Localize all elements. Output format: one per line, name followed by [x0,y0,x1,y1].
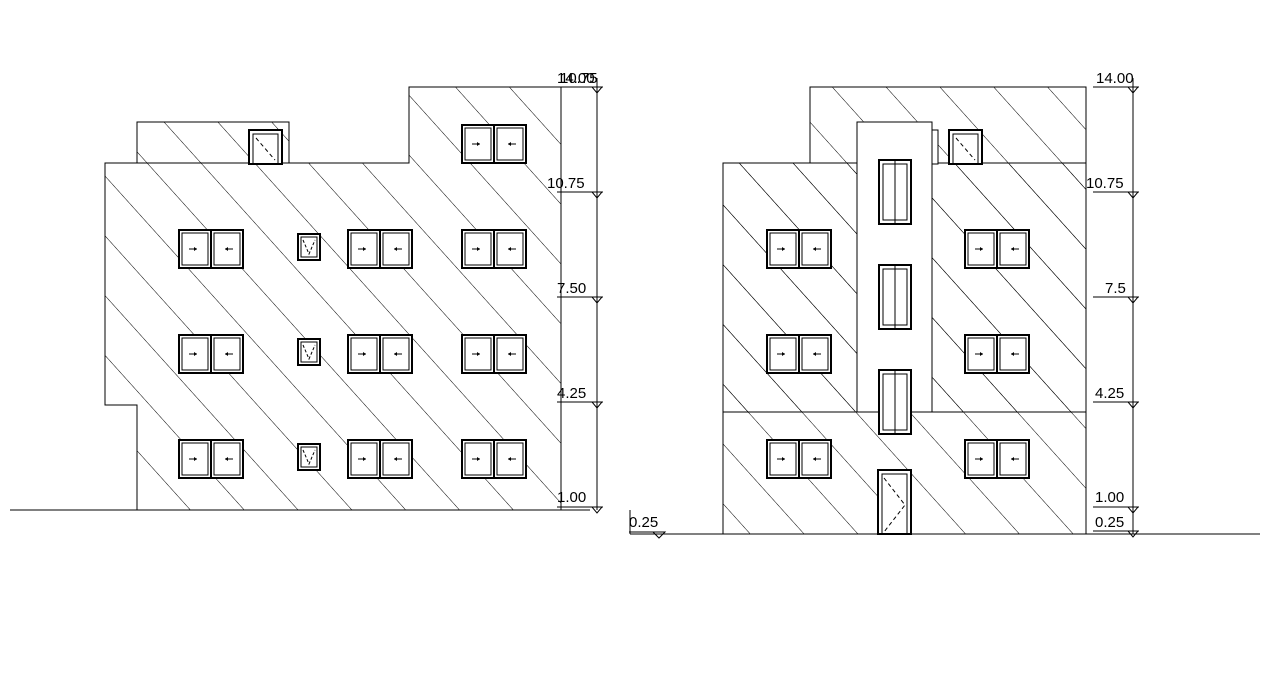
ventilator-window [297,233,321,261]
sliding-window [461,229,527,269]
left-elevation [10,86,590,511]
terrace-door-left [248,129,283,165]
sliding-window [964,439,1030,479]
ground-level-tag: 0.25 [629,514,667,539]
sliding-window [347,439,413,479]
level-label: 1.00 [557,489,586,506]
dimension-chain-right: 14.00 10.75 7.5 4.25 1.00 0.25 [1086,70,1140,538]
level-label: 10.75 [560,70,598,87]
sliding-window [766,439,832,479]
level-label: 7.5 [1105,280,1126,297]
sliding-window [461,439,527,479]
level-label: 10.75 [1086,175,1124,192]
windows-layer [178,124,1030,479]
ventilator-window [297,443,321,471]
level-label: 10.75 [547,175,585,192]
terrace-door-right [931,129,983,165]
sliding-window [461,334,527,374]
sliding-window [347,229,413,269]
sliding-window [766,229,832,269]
stair-window [878,369,912,435]
building-outline-left [104,86,562,511]
ventilator-window [297,338,321,366]
sliding-window [964,229,1030,269]
stair-window [878,159,912,225]
level-label: 7.50 [557,280,586,297]
sliding-window [178,334,244,374]
sliding-window [964,334,1030,374]
sliding-window [766,334,832,374]
sliding-window [178,439,244,479]
level-label: 1.00 [1095,489,1124,506]
dimension-chain-left: 14.00 10.75 10.75 7.50 4.25 1.00 [547,70,604,514]
sliding-window [461,124,527,164]
level-label: 14.00 [557,70,595,87]
level-label: 0.25 [1095,514,1124,531]
sliding-window [347,334,413,374]
stair-window [878,264,912,330]
level-label: 4.25 [1095,385,1124,402]
level-label: 14.00 [1096,70,1134,87]
sliding-window [178,229,244,269]
ground-level-label: 0.25 [629,514,658,531]
left-wing-right [722,162,861,413]
right-elevation [629,86,1260,535]
entrance-door [877,469,912,535]
level-label: 4.25 [557,385,586,402]
right-wing-right [928,162,1087,413]
